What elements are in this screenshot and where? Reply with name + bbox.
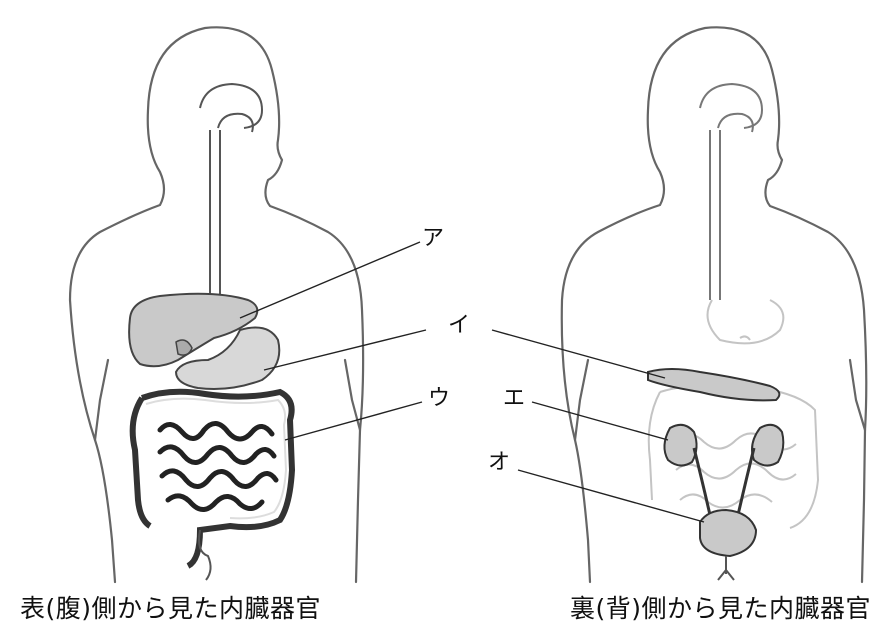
front-esophagus (200, 84, 262, 300)
caption-back: 裏(背)側から見た内臓器官 (570, 596, 871, 621)
label-a: ア (422, 228, 444, 250)
back-left-arm-inner (575, 360, 588, 440)
leader-line-o (518, 470, 704, 522)
leader-line-a (240, 242, 420, 318)
label-o: オ (488, 452, 510, 474)
caption-front: 表(腹)側から見た内臓器官 (20, 596, 321, 621)
back-ureter-right (738, 448, 754, 515)
back-urethra (718, 556, 734, 580)
label-e: エ (503, 388, 525, 410)
front-small-intestine (160, 423, 276, 509)
back-right-arm-inner (850, 360, 865, 430)
leader-line-i-back (492, 330, 665, 378)
leader-lines (240, 242, 704, 522)
back-kidney-left (664, 425, 696, 466)
leader-line-e (532, 402, 668, 440)
back-body-outline (562, 27, 867, 582)
back-ureter-left (694, 448, 710, 515)
back-pancreas (648, 369, 779, 400)
label-i: イ (448, 315, 470, 337)
back-kidney-right (752, 425, 783, 466)
back-bladder (700, 510, 756, 556)
front-left-arm-inner (95, 360, 108, 440)
label-u: ウ (428, 388, 450, 410)
back-esophagus (700, 84, 762, 300)
back-faint-organs (649, 300, 818, 528)
back-body-figure (562, 27, 867, 582)
